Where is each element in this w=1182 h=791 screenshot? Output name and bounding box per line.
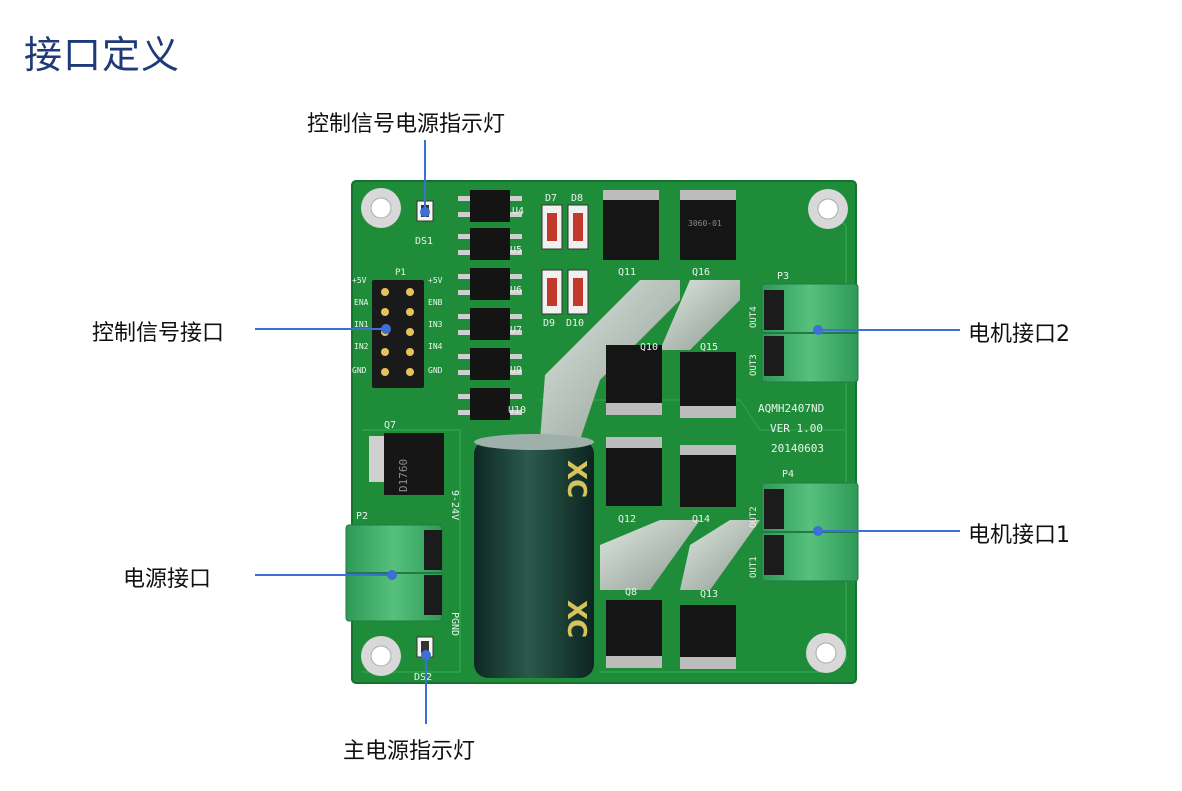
silk-u7: U7	[510, 325, 522, 336]
callout-motor2: 电机接口2	[968, 322, 1070, 347]
silk-q10: Q10	[640, 342, 658, 353]
callout-power-port: 电源接口	[123, 567, 212, 592]
silk-d9: D9	[543, 318, 555, 329]
silk-d7: D7	[545, 193, 557, 204]
power-terminal-p2: P2	[345, 511, 443, 622]
silk-pin-in1: IN1	[354, 320, 369, 329]
silk-p4: P4	[782, 469, 794, 480]
mounting-hole-bottom-left	[361, 636, 401, 676]
callout-control-port: 控制信号接口	[92, 321, 225, 346]
mounting-hole-top-right	[808, 189, 848, 229]
callout-dot-motor1	[813, 526, 823, 536]
diode-group: D7 D8 D9 D10	[541, 193, 589, 329]
callout-dot-motor2	[813, 325, 823, 335]
silk-u4: U4	[512, 206, 524, 217]
silk-out1: OUT1	[749, 556, 759, 578]
silk-out2: OUT2	[749, 506, 759, 528]
optocoupler-column: U4 U5 U6 U7 U9 U10	[458, 190, 526, 420]
silk-q16: Q16	[692, 267, 710, 278]
callout-motor1: 电机接口1	[968, 523, 1070, 548]
silk-q7: Q7	[384, 420, 396, 431]
control-header-p1: P1 +5V +5V ENA ENB IN1 IN3 IN2 IN4 GND G…	[352, 268, 443, 388]
silk-q7-part: D1760	[397, 459, 410, 492]
silk-q11: Q11	[618, 267, 636, 278]
silk-q14: Q14	[692, 514, 710, 525]
silk-pin-gnd-l: GND	[352, 366, 367, 375]
silk-mos-part: 3060-01	[688, 219, 722, 228]
silk-vin: 9-24V	[449, 490, 460, 520]
silk-pin-gnd-r: GND	[428, 366, 443, 375]
silk-version: VER 1.00	[770, 422, 823, 435]
motor-terminal-p4: P4 OUT2 OUT1	[749, 469, 859, 582]
mounting-hole-bottom-right	[806, 633, 846, 673]
silk-pin-5v-r: +5V	[428, 276, 443, 285]
silk-date: 20140603	[771, 442, 824, 455]
callout-dot-control-port	[381, 324, 391, 334]
regulator-q7: Q7 D1760	[369, 420, 444, 495]
silk-pgnd: PGND	[449, 612, 460, 636]
page-title: 接口定义	[24, 33, 181, 77]
silk-q13: Q13	[700, 589, 718, 600]
silk-cap-brand: XC	[561, 460, 591, 498]
silk-model: AQMH2407ND	[758, 402, 824, 415]
silk-q15: Q15	[700, 342, 718, 353]
silk-cap-brand-2: XC	[561, 600, 591, 638]
callout-dot-power-port	[387, 570, 397, 580]
motor-terminal-p3: P3 OUT4 OUT3	[749, 271, 859, 383]
callout-dot-main-power-led	[421, 650, 431, 660]
silk-out3: OUT3	[749, 354, 759, 376]
silk-out4: OUT4	[749, 306, 759, 328]
callout-lines	[255, 140, 960, 724]
silk-ds2: DS2	[414, 672, 432, 683]
silk-pin-in2: IN2	[354, 342, 369, 351]
silk-u9: U9	[510, 365, 522, 376]
silk-p2: P2	[356, 511, 368, 522]
callout-main-power-led: 主电源指示灯	[343, 739, 476, 764]
silk-pin-ena: ENA	[354, 298, 369, 307]
silk-d8: D8	[571, 193, 583, 204]
silk-q8: Q8	[625, 587, 637, 598]
electrolytic-capacitor: XC XC	[474, 434, 594, 678]
silk-u10: U10	[508, 405, 526, 416]
silk-u5: U5	[510, 245, 522, 256]
mounting-hole-top-left	[361, 188, 401, 228]
silk-p1: P1	[395, 268, 406, 278]
silk-pin-enb: ENB	[428, 298, 443, 307]
silk-u6: U6	[510, 285, 522, 296]
callout-dot-control-led	[420, 207, 430, 217]
silk-d10: D10	[566, 318, 584, 329]
silk-ds1: DS1	[415, 236, 433, 247]
callout-control-led: 控制信号电源指示灯	[307, 112, 506, 137]
mosfet-array: 3060-01 Q11 Q16 Q10 Q15 Q12 Q14 Q8 Q13	[603, 190, 736, 669]
silk-q12: Q12	[618, 514, 636, 525]
silk-pin-5v-l: +5V	[352, 276, 367, 285]
silk-p3: P3	[777, 271, 789, 282]
silk-pin-in3: IN3	[428, 320, 443, 329]
silk-pin-in4: IN4	[428, 342, 443, 351]
